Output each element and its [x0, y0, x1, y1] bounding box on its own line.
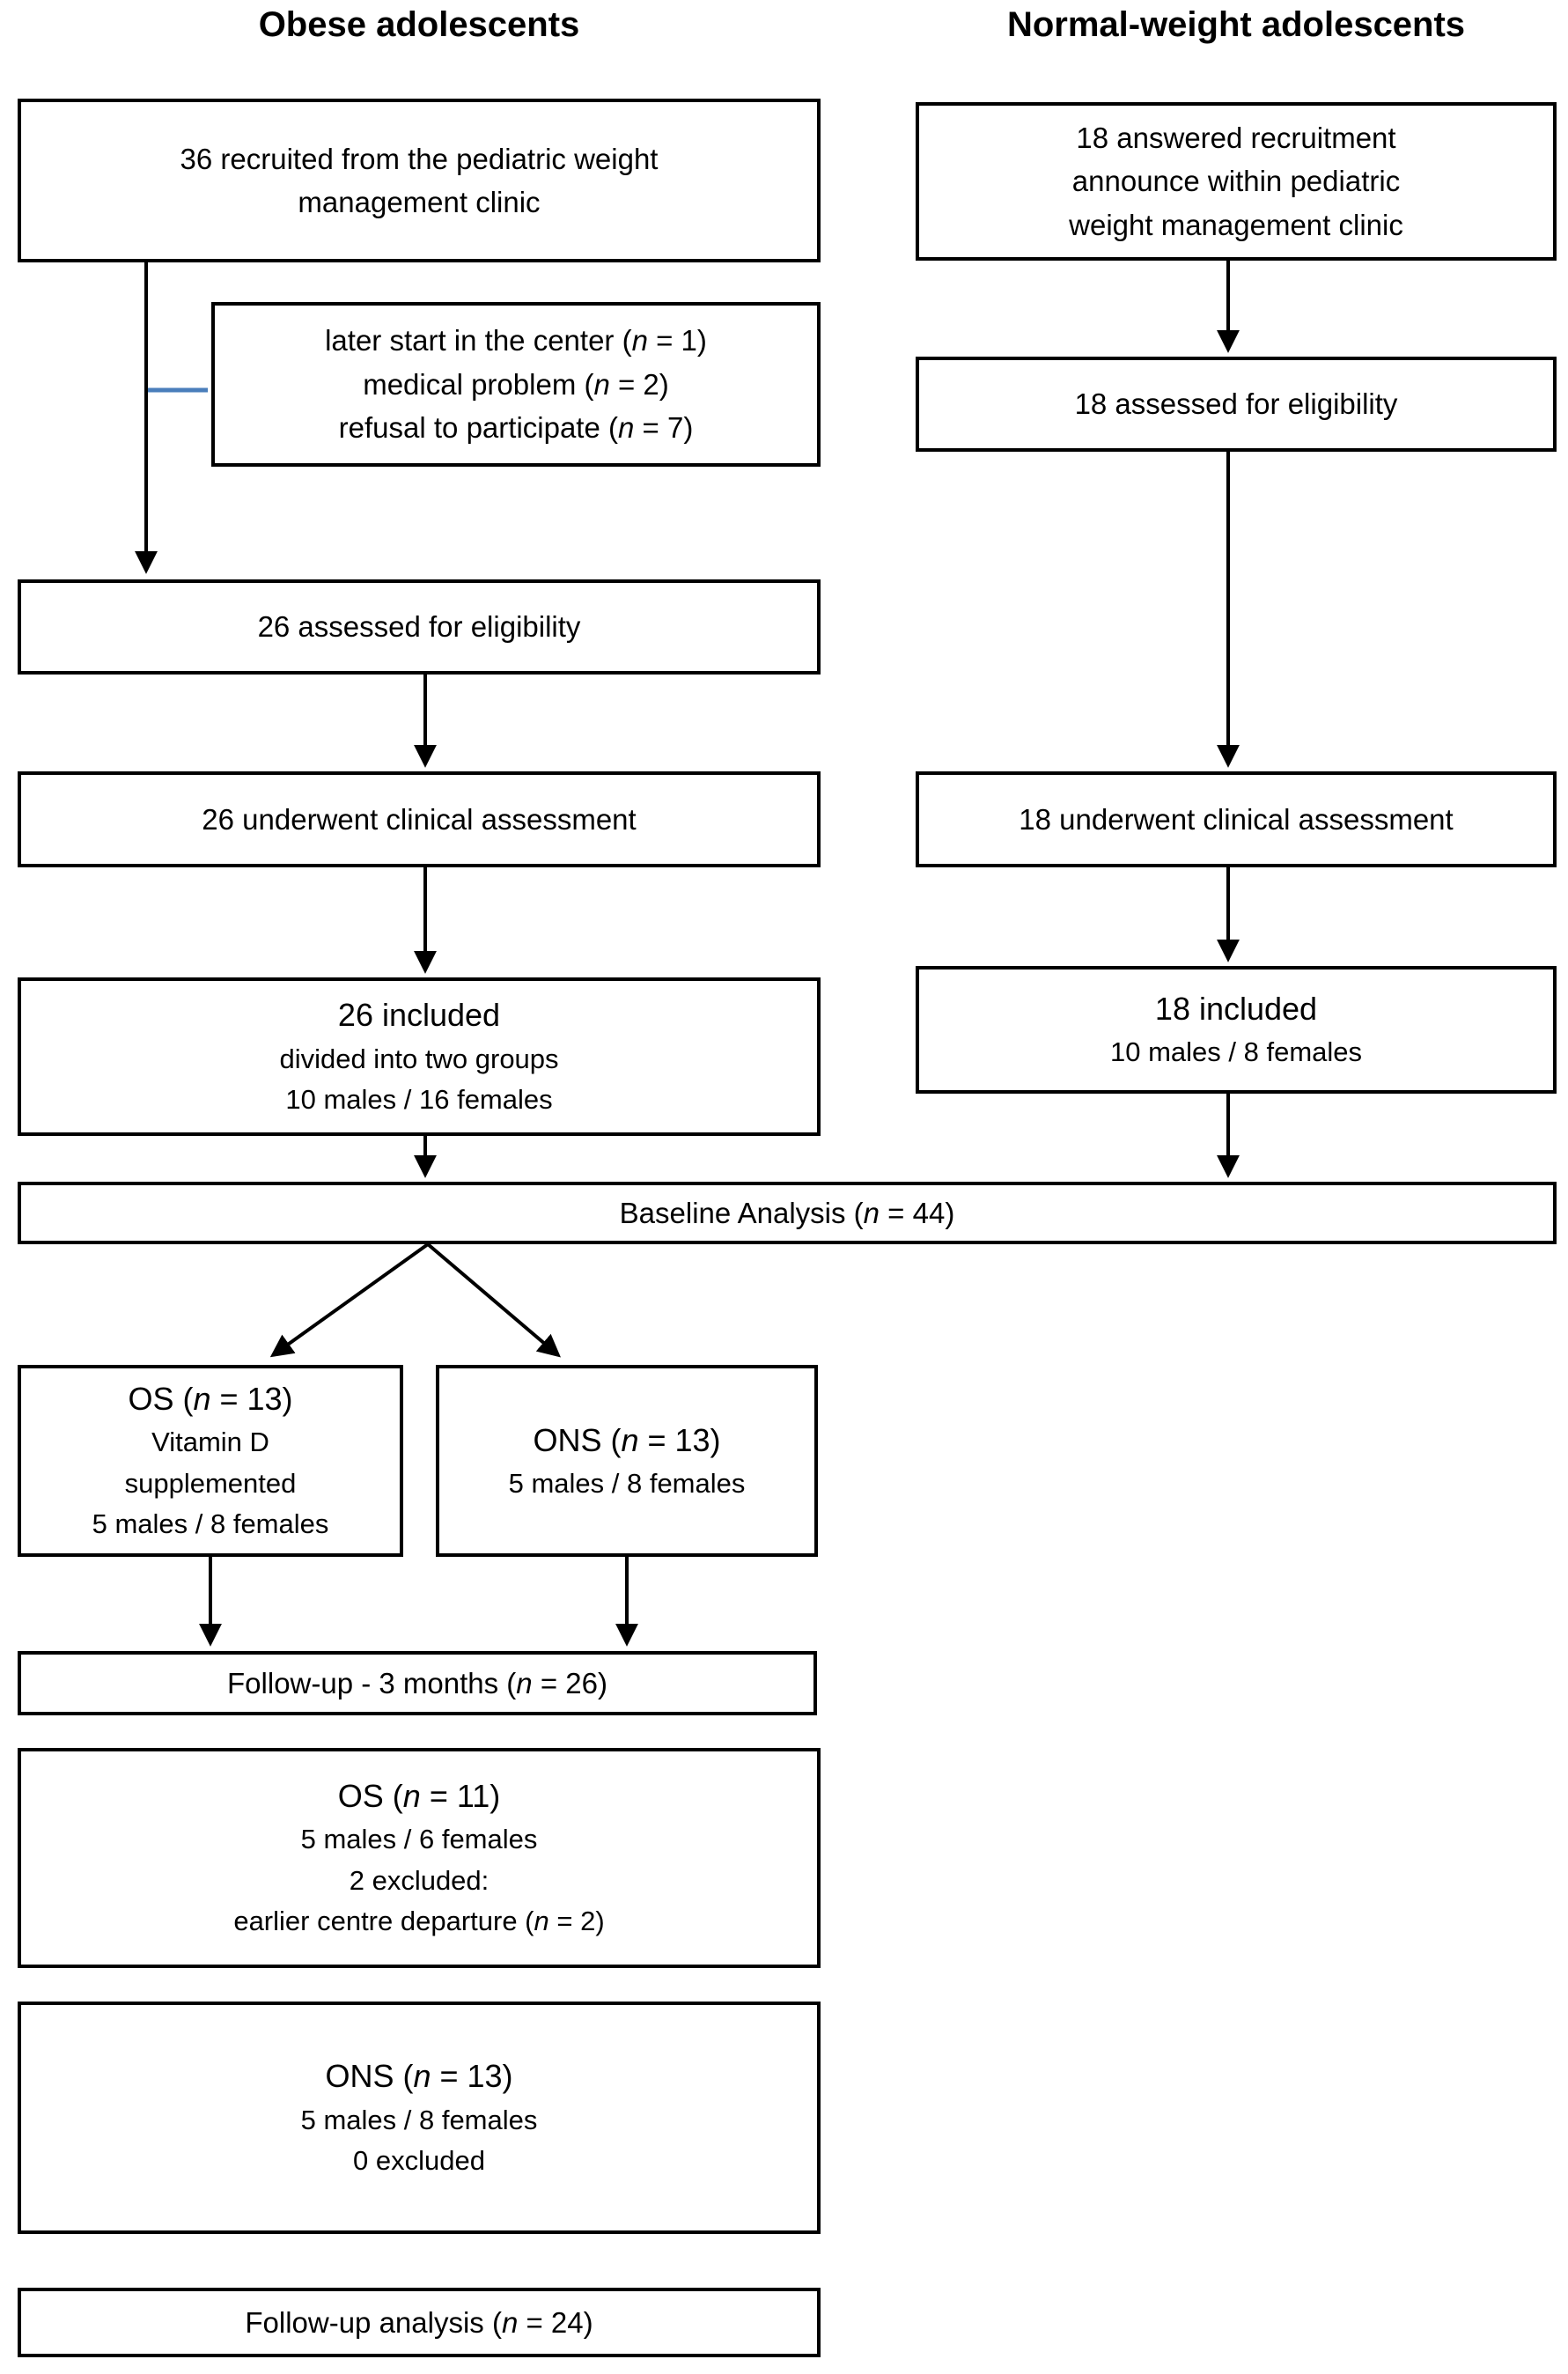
text-line: 36 recruited from the pediatric weight [180, 142, 659, 175]
box-os-group: OS (n = 13) Vitamin D supplemented 5 mal… [18, 1365, 403, 1557]
box-ons-followup: ONS (n = 13) 5 males / 8 females 0 exclu… [18, 2002, 821, 2234]
column-title-obese: Obese adolescents [258, 5, 580, 44]
text-line: Vitamin D [151, 1427, 269, 1458]
text-line: 18 answered recruitment [1076, 121, 1396, 154]
text-line: 5 males / 6 females [300, 1824, 538, 1855]
box-baseline-analysis: Baseline Analysis (n = 44) [18, 1182, 1557, 1244]
text-line: 5 males / 8 females [508, 1467, 746, 1499]
text-line: later start in the center (n = 1) [325, 324, 707, 358]
box-recruited-normal: 18 answered recruitment announce within … [916, 102, 1557, 261]
text-line: Follow-up analysis (n = 24) [245, 2305, 593, 2339]
text-line: OS (n = 13) [128, 1381, 293, 1418]
text-line: 18 included [1154, 991, 1318, 1028]
box-clinical-normal: 18 underwent clinical assessment [916, 771, 1557, 867]
box-assessed-obese: 26 assessed for eligibility [18, 579, 821, 675]
text-line: medical problem (n = 2) [363, 367, 669, 401]
text-line: 18 underwent clinical assessment [1019, 802, 1454, 836]
column-title-normal-weight: Normal-weight adolescents [1006, 5, 1466, 44]
arrow-baseline-to-os [269, 1242, 430, 1358]
box-exclusions: later start in the center (n = 1) medica… [211, 302, 821, 467]
box-ons-group: ONS (n = 13) 5 males / 8 females [436, 1365, 818, 1557]
box-included-obese: 26 included divided into two groups 10 m… [18, 977, 821, 1136]
text-line: management clinic [298, 186, 541, 218]
box-followup-analysis: Follow-up analysis (n = 24) [18, 2288, 821, 2357]
text-line: announce within pediatric [1071, 165, 1401, 198]
text-line: divided into two groups [279, 1043, 559, 1074]
box-recruited-obese: 36 recruited from the pediatric weight m… [18, 99, 821, 262]
box-included-normal: 18 included 10 males / 8 females [916, 966, 1557, 1094]
box-clinical-obese: 26 underwent clinical assessment [18, 771, 821, 867]
text-line: ONS (n = 13) [325, 2058, 513, 2095]
text-line: supplemented [124, 1467, 297, 1499]
text-line: Baseline Analysis (n = 44) [619, 1196, 955, 1229]
text-line: 0 excluded [353, 2145, 485, 2177]
text-line: 26 included [337, 997, 501, 1034]
text-line: weight management clinic [1069, 208, 1403, 241]
box-followup-3months: Follow-up - 3 months (n = 26) [18, 1651, 817, 1715]
text-line: OS (n = 11) [337, 1778, 501, 1815]
text-line: 26 assessed for eligibility [257, 610, 581, 644]
arrow-baseline-to-ons [426, 1242, 561, 1358]
text-line: 18 assessed for eligibility [1074, 387, 1398, 421]
text-line: 10 males / 8 females [1109, 1036, 1363, 1068]
text-line: 26 underwent clinical assessment [202, 802, 637, 836]
box-os-followup: OS (n = 11) 5 males / 6 females 2 exclud… [18, 1748, 821, 1968]
text-line: ONS (n = 13) [533, 1421, 721, 1458]
text-line: earlier centre departure (n = 2) [233, 1906, 605, 1937]
text-line: 5 males / 8 females [92, 1508, 329, 1540]
text-line: refusal to participate (n = 7) [338, 411, 694, 445]
text-line: 10 males / 16 females [285, 1084, 553, 1116]
text-line: Follow-up - 3 months (n = 26) [227, 1666, 607, 1699]
box-assessed-normal: 18 assessed for eligibility [916, 357, 1557, 452]
text-line: 5 males / 8 females [300, 2104, 538, 2135]
text-line: 2 excluded: [349, 1864, 490, 1896]
